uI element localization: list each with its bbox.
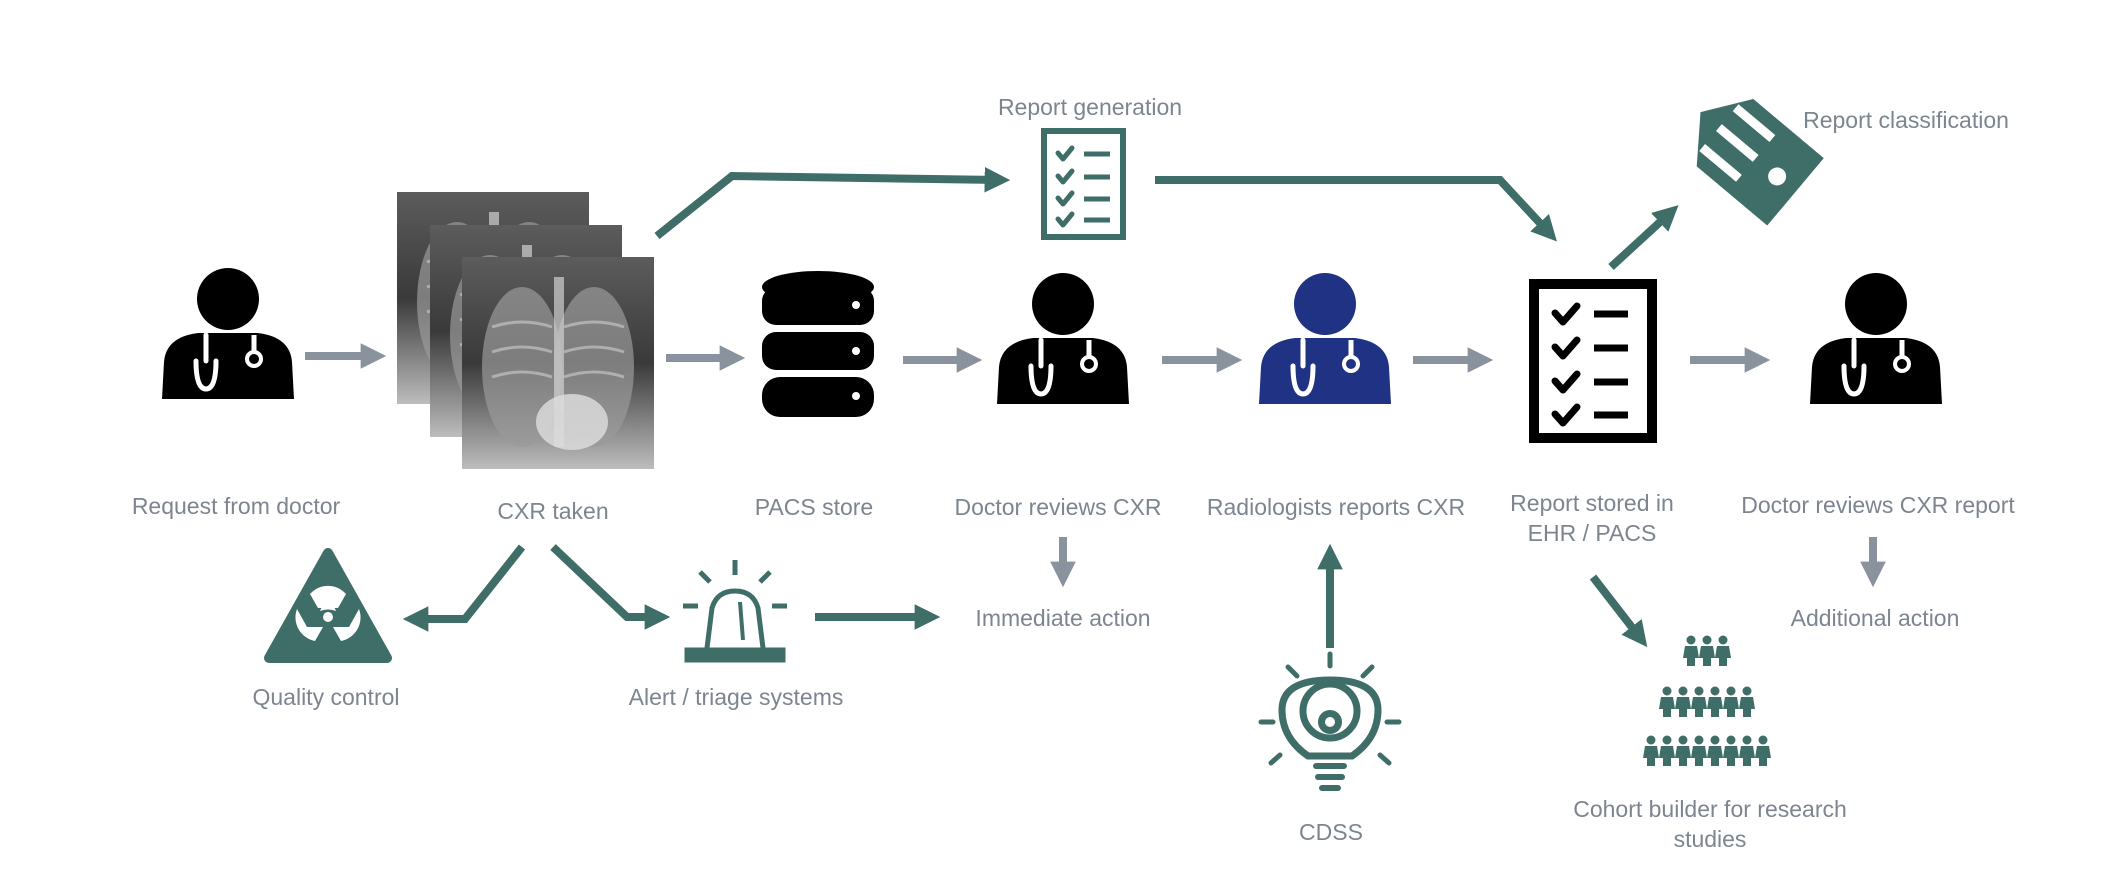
label-cdss: CDSS: [1299, 819, 1363, 845]
doctor-icon: [162, 268, 294, 399]
people-group-icon: [1643, 635, 1771, 766]
arrow-stored-to-classification: [1608, 205, 1679, 270]
checklist-icon: [1041, 128, 1126, 240]
label-pacs-store: PACS store: [754, 494, 874, 520]
arrow-cxr-to-quality-control: [402, 544, 526, 632]
label-additional-action: Additional action: [1790, 605, 1960, 631]
label-report-stored: Report stored in EHR / PACS: [1510, 490, 1674, 546]
tag-icon: [1696, 99, 1824, 226]
arrow-stored-to-cohort: [1589, 574, 1648, 648]
label-report-generation: Report generation: [997, 94, 1183, 120]
arrow-report-generation-to-stored: [1155, 176, 1557, 242]
label-immediate-action: Immediate action: [975, 605, 1151, 631]
label-quality-control: Quality control: [252, 684, 400, 710]
doctor-icon: [1810, 273, 1942, 404]
checklist-icon: [1529, 279, 1657, 443]
radiation-warning-icon: [264, 548, 392, 663]
ai-arrows: [402, 166, 1679, 648]
doctor-icon: [997, 273, 1129, 404]
label-alert-triage-systems: Alert / triage systems: [628, 684, 844, 710]
label-report-classification: Report classification: [1803, 107, 2009, 133]
radiologist-icon: [1259, 273, 1391, 404]
flow-arrows: [305, 343, 1886, 588]
label-radiologists-reports-cxr: Radiologists reports CXR: [1206, 494, 1466, 520]
siren-icon: [683, 560, 787, 663]
arrow-cxr-to-alert: [550, 544, 671, 630]
chest-xray-image: [395, 190, 656, 471]
database-icon: [762, 271, 874, 417]
label-cxr-taken: CXR taken: [497, 498, 609, 524]
arrow-cxr-to-report-generation: [654, 166, 1011, 240]
lightbulb-gear-icon: [1258, 651, 1402, 791]
label-request-from-doctor: Request from doctor: [131, 493, 341, 519]
label-doctor-reviews-cxr-report: Doctor reviews CXR report: [1741, 492, 2015, 518]
label-cohort-builder: Cohort builder for research studies: [1573, 796, 1847, 852]
label-doctor-reviews-cxr: Doctor reviews CXR: [954, 494, 1162, 520]
